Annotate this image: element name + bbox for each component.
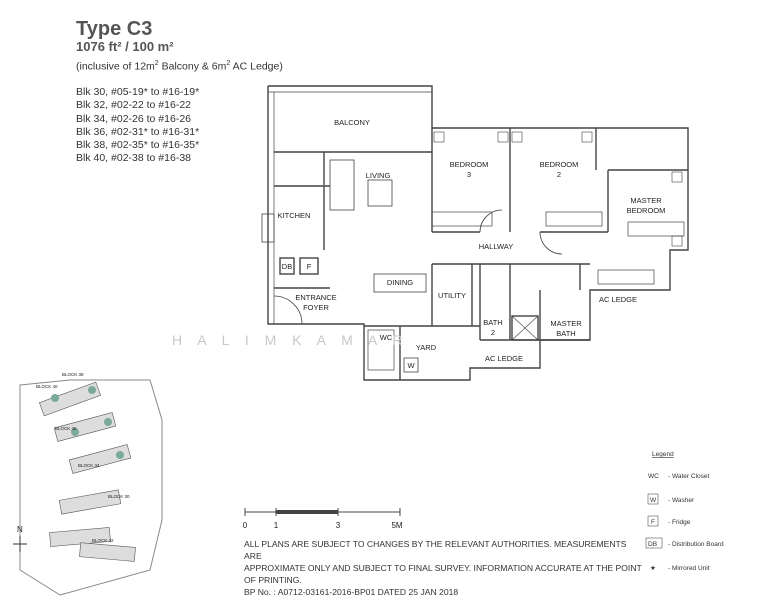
legend-label-mirrored: - Mirrored Unit bbox=[668, 565, 710, 572]
block-line: Blk 30, #05-19* to #16-19* bbox=[76, 86, 200, 98]
site-block-label: BLOCK 40 bbox=[36, 384, 58, 389]
disclaimer-line: APPROXIMATE ONLY AND SUBJECT TO FINAL SU… bbox=[244, 563, 642, 585]
room-label-washer: W bbox=[407, 361, 415, 370]
room-label-utility: UTILITY bbox=[438, 291, 466, 300]
block-unit-list: Blk 30, #05-19* to #16-19* Blk 32, #02-2… bbox=[76, 86, 199, 166]
legend-title: Legend bbox=[652, 451, 674, 458]
scale-tick-label: 1 bbox=[274, 521, 279, 530]
highlight-unit-marker bbox=[116, 451, 124, 459]
room-label-wc: WC bbox=[380, 333, 393, 342]
unit-inclusion-note: (inclusive of 12m2 Balcony & 6m2 AC Ledg… bbox=[76, 60, 283, 73]
north-arrow-icon: N bbox=[13, 525, 27, 552]
site-block-label: BLOCK 38 bbox=[62, 372, 84, 377]
legend-symbol-washer: W bbox=[650, 497, 657, 504]
legend-symbol-mirrored: ★ bbox=[650, 564, 656, 572]
legend-label-db: - Distribution Board bbox=[668, 541, 724, 548]
room-label-entrance: ENTRANCE bbox=[295, 293, 336, 302]
disclaimer: ALL PLANS ARE SUBJECT TO CHANGES BY THE … bbox=[244, 538, 644, 598]
legend-label-washer: - Washer bbox=[668, 497, 695, 504]
room-label-living: LIVING bbox=[366, 171, 391, 180]
room-label-fridge: F bbox=[307, 262, 312, 271]
room-label-kitchen: KITCHEN bbox=[278, 211, 311, 220]
highlight-unit-marker bbox=[88, 386, 96, 394]
site-block-label: BLOCK 32 bbox=[92, 538, 114, 543]
legend: Legend WC - Water Closet W - Washer F - … bbox=[645, 451, 724, 572]
unit-size: 1076 ft² / 100 m² bbox=[76, 39, 174, 54]
scale-bar: 0 1 3 5M bbox=[243, 508, 403, 530]
watermark: H A L I M K A M A R bbox=[172, 332, 408, 348]
block-line: Blk 40, #02-38 to #16-38 bbox=[76, 152, 191, 165]
room-label-db: DB bbox=[282, 262, 292, 271]
room-label-balcony: BALCONY bbox=[334, 118, 370, 127]
block-line: Blk 36, #02-31* to #16-31* bbox=[76, 125, 200, 138]
unit-type-title: Type C3 bbox=[76, 18, 153, 40]
block-line: Blk 38, #02-35* to #16-35* bbox=[76, 139, 200, 152]
north-label: N bbox=[17, 525, 23, 534]
room-label-master: MASTER bbox=[630, 196, 662, 205]
room-label-master-bedroom: BEDROOM bbox=[627, 206, 666, 215]
site-block-label: BLOCK 34 bbox=[78, 463, 100, 468]
disclaimer-line: ALL PLANS ARE SUBJECT TO CHANGES BY THE … bbox=[244, 539, 627, 561]
legend-symbol-fridge: F bbox=[651, 519, 655, 526]
room-label-bedroom2: BEDROOM bbox=[540, 160, 579, 169]
room-label-bedroom3-num: 3 bbox=[467, 170, 471, 179]
room-label-bedroom2-num: 2 bbox=[557, 170, 561, 179]
highlight-unit-marker bbox=[51, 394, 59, 402]
block-line: Blk 34, #02-26 to #16-26 bbox=[76, 112, 191, 125]
room-label-ac-ledge-right: AC LEDGE bbox=[599, 295, 637, 304]
site-block-label: BLOCK 30 bbox=[108, 494, 130, 499]
highlight-unit-marker bbox=[71, 428, 79, 436]
room-label-masterbath-bath: BATH bbox=[556, 329, 575, 338]
room-label-hallway: HALLWAY bbox=[479, 242, 513, 251]
room-label-bedroom3: BEDROOM bbox=[450, 160, 489, 169]
scale-tick-label: 5M bbox=[391, 521, 402, 530]
room-label-dining: DINING bbox=[387, 278, 413, 287]
legend-label-fridge: - Fridge bbox=[668, 519, 691, 526]
site-plan: BLOCK 40 BLOCK 38 BLOCK 36 BLOCK 34 BLOC… bbox=[13, 372, 163, 596]
block-line: Blk 32, #02-22 to #16-22 bbox=[76, 99, 191, 112]
site-block-label: BLOCK 36 bbox=[55, 426, 77, 431]
room-label-ac-ledge-bottom: AC LEDGE bbox=[485, 354, 523, 363]
room-label-masterbath: MASTER bbox=[550, 319, 582, 328]
room-label-bath2-num: 2 bbox=[491, 328, 495, 337]
legend-symbol-wc: WC bbox=[648, 473, 659, 480]
disclaimer-bp-number: BP No. : A0712-03161-2016-BP01 DATED 25 … bbox=[244, 587, 459, 597]
room-label-yard: YARD bbox=[416, 343, 437, 352]
scale-tick-label: 0 bbox=[243, 521, 248, 530]
room-label-foyer: FOYER bbox=[303, 303, 329, 312]
room-label-bath2: BATH bbox=[483, 318, 502, 327]
scale-tick-label: 3 bbox=[336, 521, 341, 530]
legend-symbol-db: DB bbox=[648, 541, 657, 548]
highlight-unit-marker bbox=[104, 418, 112, 426]
legend-label-wc: - Water Closet bbox=[668, 473, 709, 480]
